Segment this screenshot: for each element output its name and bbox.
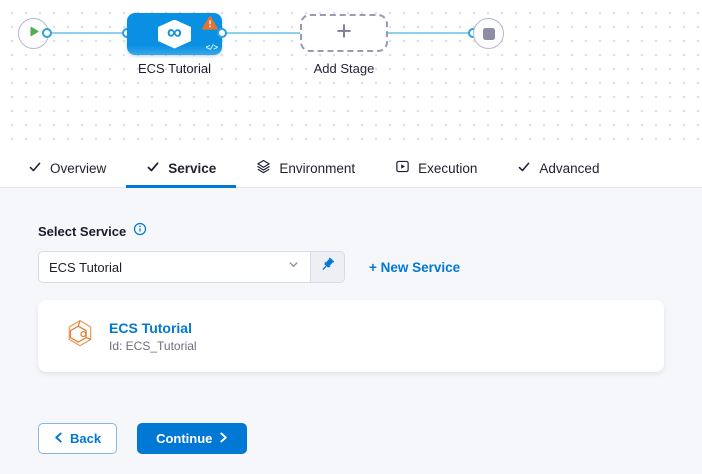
- ecs-service-hexagon-icon: [66, 319, 94, 354]
- warning-icon: [202, 16, 218, 30]
- tab-label: Advanced: [539, 160, 600, 176]
- stage-node-label: ECS Tutorial: [138, 61, 211, 76]
- chevron-left-icon: [54, 431, 63, 446]
- tab-overview[interactable]: Overview: [8, 148, 126, 188]
- back-button[interactable]: Back: [38, 423, 118, 454]
- tab-label: Service: [168, 160, 217, 176]
- plus-icon: +: [336, 16, 352, 46]
- chevron-down-icon: [287, 258, 300, 276]
- check-icon: [517, 160, 531, 177]
- new-service-link[interactable]: + New Service: [369, 259, 461, 275]
- tab-label: Overview: [50, 160, 107, 176]
- code-icon: </>: [205, 44, 218, 53]
- check-icon: [28, 160, 42, 177]
- continue-button[interactable]: Continue: [137, 423, 248, 454]
- service-tab-panel: Select Service ECS Tutorial: [0, 188, 702, 454]
- tab-service[interactable]: Service: [126, 148, 237, 188]
- service-card-text: ECS Tutorial Id: ECS_Tutorial: [109, 320, 197, 353]
- service-select-value: ECS Tutorial: [49, 259, 122, 275]
- pin-runtime-input-button[interactable]: [310, 251, 345, 283]
- wizard-footer: Back Continue: [38, 423, 702, 454]
- tab-environment[interactable]: Environment: [236, 148, 375, 188]
- chevron-right-icon: [219, 431, 228, 446]
- pipeline-canvas: ∞ </> ECS Tutorial + Add Stage: [0, 0, 702, 148]
- connector-port: [217, 28, 227, 38]
- select-service-label: Select Service: [38, 224, 127, 239]
- add-stage-label: Add Stage: [313, 61, 375, 76]
- stop-icon: [482, 27, 495, 40]
- tab-advanced[interactable]: Advanced: [497, 148, 619, 188]
- deploy-stage-icon: ∞: [158, 19, 191, 49]
- tab-execution[interactable]: Execution: [375, 148, 497, 188]
- continue-button-label: Continue: [156, 431, 213, 446]
- back-button-label: Back: [70, 431, 102, 446]
- tab-label: Execution: [418, 160, 478, 176]
- service-card-id: Id: ECS_Tutorial: [109, 338, 197, 353]
- stage-node-ecs-tutorial[interactable]: ∞ </>: [127, 13, 222, 55]
- pipeline-connector-line: [33, 32, 490, 34]
- connector-port: [42, 28, 52, 38]
- execution-play-box-icon: [395, 159, 410, 177]
- check-icon: [146, 160, 160, 177]
- service-card-ecs-tutorial[interactable]: ECS Tutorial Id: ECS_Tutorial: [38, 300, 664, 372]
- service-select-dropdown[interactable]: ECS Tutorial: [38, 251, 310, 283]
- pipeline-end-node[interactable]: [473, 18, 504, 49]
- service-card-title: ECS Tutorial: [109, 319, 192, 336]
- environment-layers-icon: [256, 159, 271, 177]
- play-icon: [26, 24, 41, 44]
- tab-label: Environment: [279, 160, 356, 176]
- pin-icon: [319, 256, 336, 278]
- add-stage-button[interactable]: +: [300, 14, 388, 52]
- info-icon[interactable]: [133, 222, 147, 241]
- stage-tabbar: Overview Service Environment Execution: [0, 148, 702, 188]
